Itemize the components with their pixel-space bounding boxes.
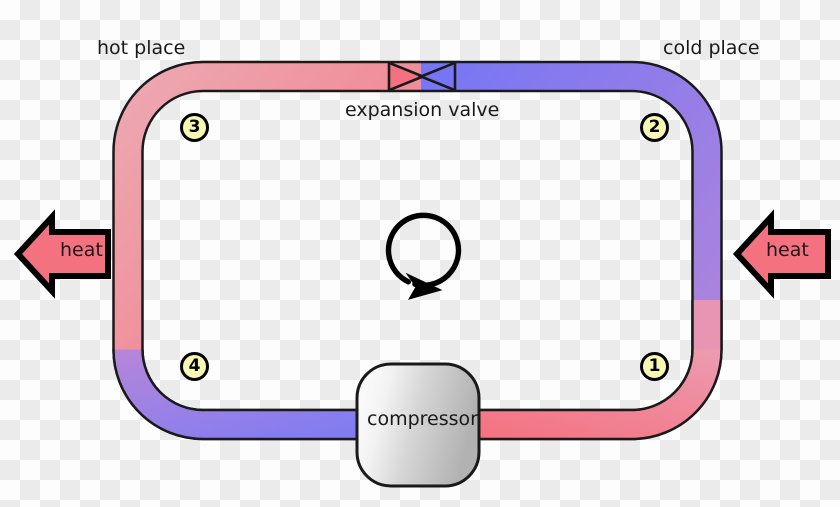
- cold-return-fill: [114, 348, 421, 438]
- cycle-arrow-arc: [385, 212, 462, 288]
- heat-in-label: heat: [766, 239, 809, 261]
- compressor[interactable]: [355, 362, 481, 488]
- heat-in-arrow: [732, 209, 831, 299]
- state-point-3: 3: [180, 113, 209, 142]
- state-point-4: 4: [180, 352, 209, 381]
- heat-out-label: heat: [60, 239, 103, 261]
- state-point-1: 1: [640, 352, 669, 381]
- heat-out-arrow-shape: [13, 209, 111, 299]
- compressor-body: [355, 362, 481, 488]
- hot-discharge-fill: [421, 348, 721, 438]
- cycle-arrow-head: [405, 272, 443, 300]
- hot-place-label: hot place: [97, 37, 186, 59]
- compressor-label: compressor: [367, 408, 478, 430]
- expansion-valve[interactable]: [387, 60, 457, 93]
- bottom-run: [112, 348, 723, 441]
- heat-out-arrow: [13, 209, 111, 299]
- cold-place-label: cold place: [663, 37, 760, 59]
- expansion-valve-label: expansion valve: [345, 99, 500, 121]
- state-point-2: 2: [640, 113, 669, 142]
- heat-in-arrow-shape: [732, 209, 831, 299]
- clockwise-cycle-arrow: [385, 212, 462, 300]
- valve-hot-triangle: [387, 60, 427, 93]
- valve-cold-triangle: [417, 60, 457, 93]
- refrigerant-loop: [112, 60, 723, 441]
